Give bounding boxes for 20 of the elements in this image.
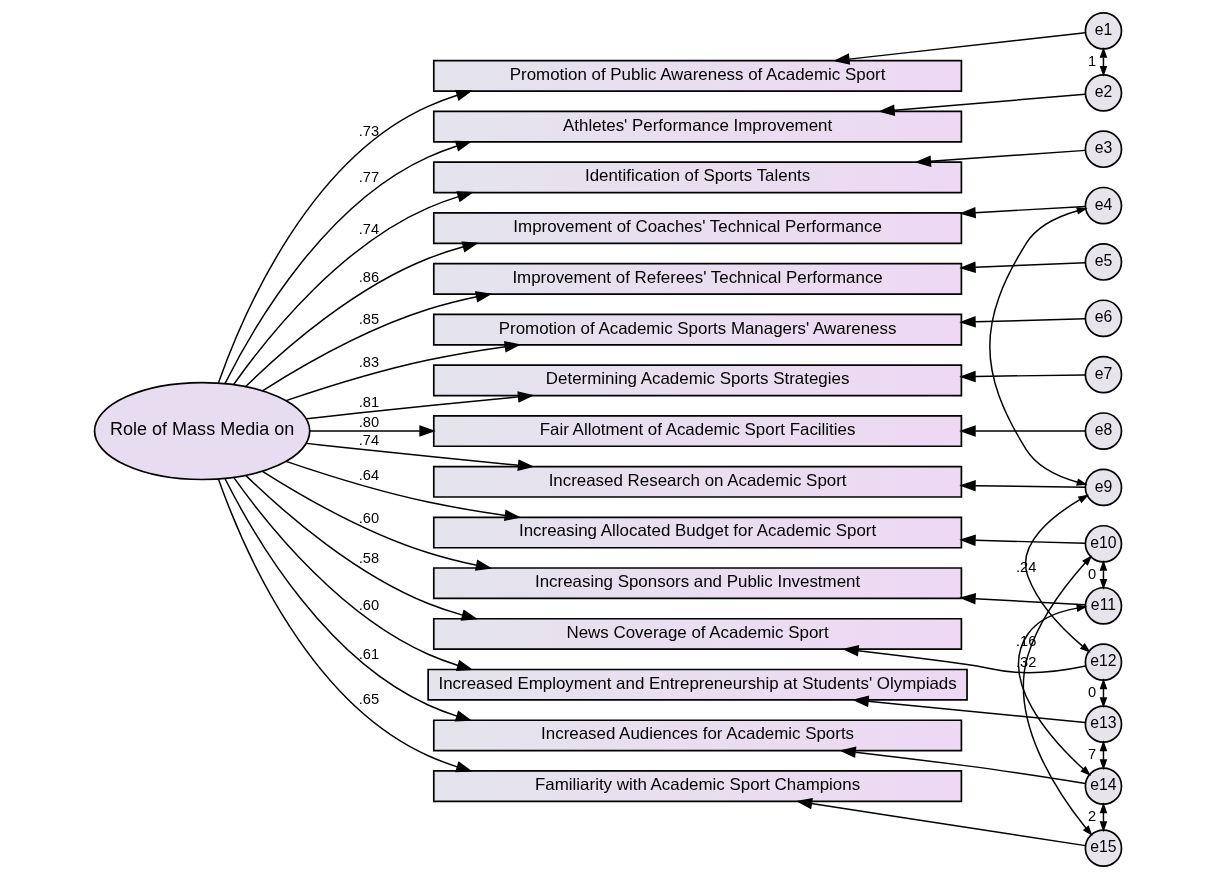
edge-label: .83 <box>358 354 380 371</box>
edge-label: .80 <box>358 413 380 430</box>
edge-label: 1 <box>1088 52 1097 69</box>
edge-label: .60 <box>358 509 380 526</box>
edge-label: .81 <box>358 393 380 410</box>
edge-label: 7 <box>1088 746 1097 762</box>
edge-label: .73 <box>358 123 380 140</box>
edge-label: .74 <box>358 221 380 238</box>
edge-label: .61 <box>358 646 380 663</box>
edge-label: .58 <box>358 550 380 567</box>
edge-label: 0 <box>1088 565 1097 582</box>
edge-label: .60 <box>358 596 380 613</box>
edge-label: .77 <box>358 169 380 186</box>
edge-label: .65 <box>358 691 380 708</box>
edge-label: .86 <box>358 268 380 285</box>
edge-label: .64 <box>358 466 380 483</box>
edge-label: 0 <box>1088 684 1097 700</box>
edge-label: .74 <box>358 432 380 449</box>
edge-label: 2 <box>1088 808 1097 825</box>
edge-label: .85 <box>358 311 380 328</box>
